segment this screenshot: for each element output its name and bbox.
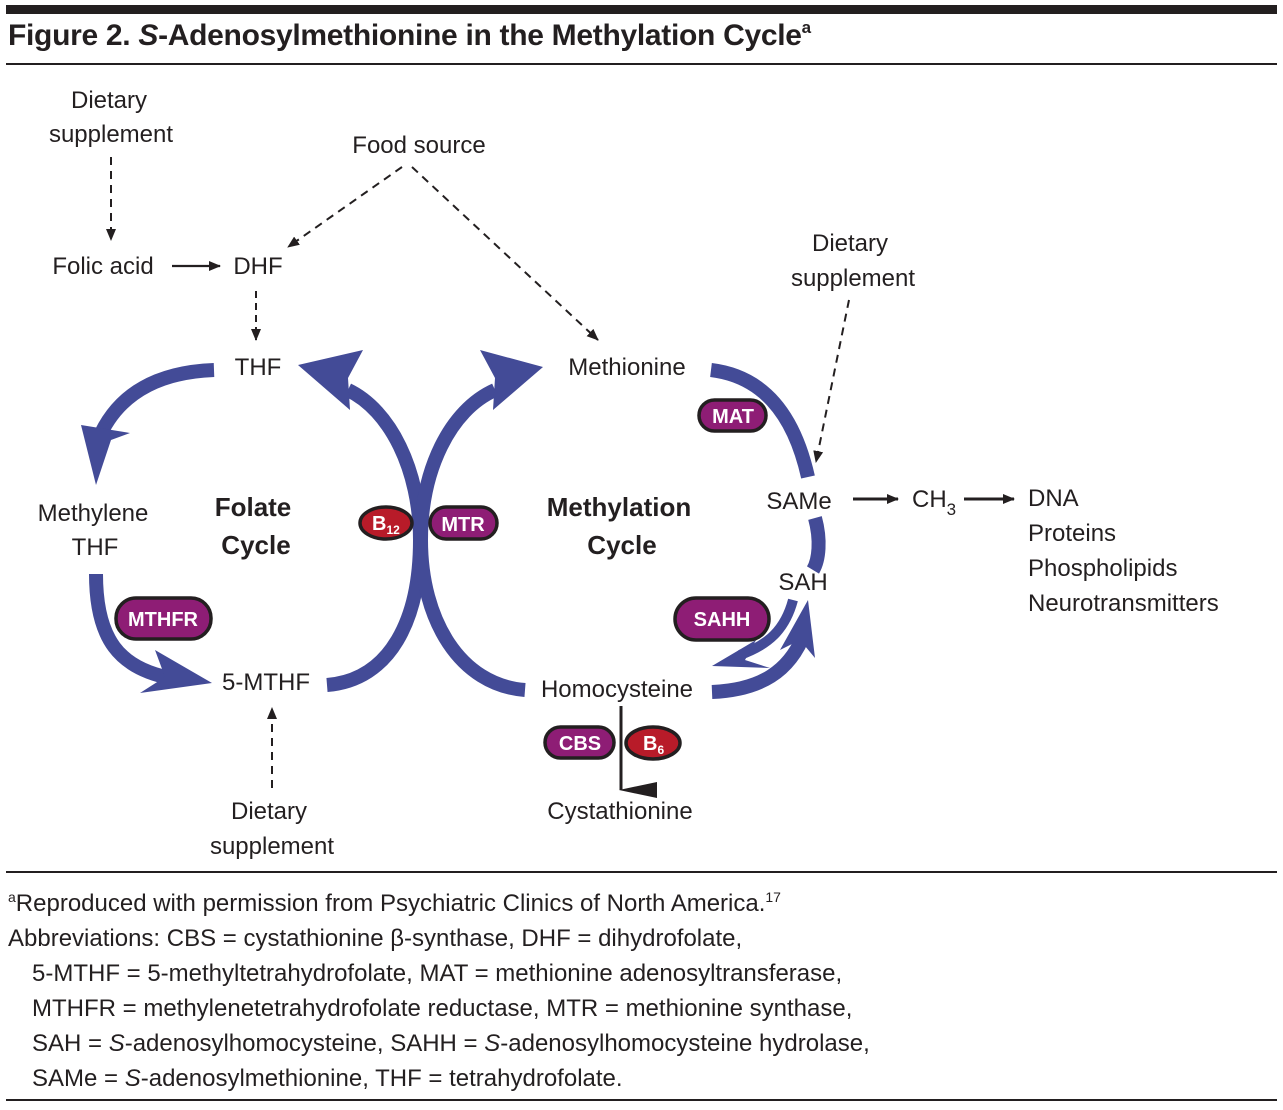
abbreviation-line: Abbreviations: CBS = cystathionine β-syn… [8,921,870,956]
b6-main: B [643,733,657,755]
abbreviation-text: S [124,1065,141,1092]
methylation-diagram: Dietary supplement Food source Folic aci… [38,87,1219,860]
enzyme-label-mthfr: MTHFR [128,609,199,631]
abbreviation-text: MTHFR = methylenetetrahydrofolate reduct… [32,995,853,1022]
b12-subscript: 12 [386,523,400,537]
dietary-supplement-right-line1: Dietary [812,230,888,257]
arrowhead-to-thf [298,350,363,410]
target-neurotransmitters: Neurotransmitters [1028,590,1219,617]
arrowhead-to-methionine [480,350,543,410]
arc-same-to-sah [806,516,826,574]
dietary-supplement-right-line2: supplement [791,265,915,292]
thf-label: THF [235,354,282,381]
dietary-supplement-bottom-line1: Dietary [231,798,307,825]
cofactor-label-b6: B6 [643,733,664,757]
enzyme-label-cbs: CBS [559,733,601,755]
title-italic: S [138,19,159,52]
enzyme-badge-mat: MAT [697,398,768,433]
dietary-supplement-top-left-line1: Dietary [71,87,147,114]
arrowhead-to-5mthf [140,650,212,693]
notes-rule [6,871,1277,873]
title-footnote-marker: a [801,18,811,37]
same-label: SAMe [766,488,831,515]
abbreviation-text: S [108,1030,125,1057]
figure-notes: aReproduced with permission from Psychia… [8,880,870,1096]
abbreviation-text: -adenosylhomocysteine, SAHH = [124,1030,485,1057]
title-text: -Adenosylmethionine in the Methylation C… [158,19,802,52]
cycle-arrows [89,363,826,699]
arrow-supplement-to-same [813,299,850,463]
ch3-main: CH [912,486,947,513]
enzyme-label-mtr: MTR [441,514,485,536]
abbreviation-text: Abbreviations: CBS = cystathionine β-syn… [8,925,743,952]
methionine-label: Methionine [568,354,685,381]
b6-subscript: 6 [657,743,664,757]
figure-title: Figure 2. S-Adenosylmethionine in the Me… [8,18,811,53]
homocysteine-label: Homocysteine [541,676,693,703]
methylation-cycle-title-line2: Cycle [587,530,656,560]
arrowhead-to-homocysteine [712,640,770,668]
methylation-cycle-title-line1: Methylation [547,492,691,522]
folate-cycle-title-line1: Folate [215,492,292,522]
b12-main: B [372,513,386,535]
arc-methylene-thf-to-5mthf [89,573,172,685]
abbreviation-line: 5-MTHF = 5-methyltetrahydrofolate, MAT =… [8,956,870,991]
cofactor-badge-b6: B6 [624,725,682,761]
arrowhead-to-sah [780,600,815,658]
abbreviations: Abbreviations: CBS = cystathionine β-syn… [8,921,870,1096]
enzyme-badge-sahh: SAHH [673,596,771,642]
source-reference: 17 [765,889,781,905]
enzyme-label-mat: MAT [712,406,754,428]
abbreviation-line: SAMe = S-adenosylmethionine, THF = tetra… [8,1061,870,1096]
folic-acid-label: Folic acid [52,253,153,280]
dietary-supplement-top-left-line2: supplement [49,121,173,148]
abbreviation-line: MTHFR = methylenetetrahydrofolate reduct… [8,991,870,1026]
dietary-supplement-bottom-line2: supplement [210,833,334,860]
sah-label: SAH [778,569,827,596]
ch3-subscript: 3 [947,500,956,519]
methylene-thf-line1: Methylene [38,500,149,527]
source-marker: a [8,889,16,905]
abbreviation-text: SAMe = [32,1065,125,1092]
cycle-arrowheads [81,350,815,693]
cofactor-label-b12: B12 [372,513,400,537]
target-proteins: Proteins [1028,520,1116,547]
ch3-label: CH3 [912,486,956,519]
folate-cycle-title-line2: Cycle [221,530,290,560]
abbreviation-text: SAH = [32,1030,109,1057]
arrow-food-to-dhf [287,166,403,248]
dhf-label: DHF [233,253,282,280]
target-phospholipids: Phospholipids [1028,555,1177,582]
bottom-rule [6,1099,1277,1101]
arrow-food-to-methionine [411,166,599,341]
arc-homocysteine-to-sah [711,629,812,699]
abbreviation-text: 5-MTHF = 5-methyltetrahydrofolate, MAT =… [32,960,843,987]
title-rule [6,63,1277,65]
top-rule [6,5,1277,14]
abbreviation-text: -adenosylhomocysteine hydrolase, [500,1030,870,1057]
enzyme-label-sahh: SAHH [694,609,751,631]
arc-thf-to-methylene-thf [91,363,215,443]
abbreviation-text: S [484,1030,501,1057]
cystathionine-label: Cystathionine [547,798,692,825]
target-dna: DNA [1028,485,1079,512]
arrowhead-to-methylene-thf [81,425,130,485]
enzyme-badge-mthfr: MTHFR [114,596,213,641]
enzyme-badge-mtr: MTR [428,505,499,541]
enzyme-badge-cbs: CBS [543,725,616,760]
food-source-label: Food source [352,132,485,159]
figure-label: Figure 2. [8,19,131,52]
source-text: Reproduced with permission from Psychiat… [15,890,766,917]
arc-methionine-to-same [709,363,815,479]
arc-homocysteine-to-methionine [413,383,526,697]
cofactor-badge-b12: B12 [358,505,414,541]
methylene-thf-line2: THF [72,534,119,561]
abbreviation-text: -adenosylmethionine, THF = tetrahydrofol… [140,1065,623,1092]
source-note: aReproduced with permission from Psychia… [8,880,870,921]
abbreviation-line: SAH = S-adenosylhomocysteine, SAHH = S-a… [8,1026,870,1061]
5mthf-label: 5-MTHF [222,669,310,696]
